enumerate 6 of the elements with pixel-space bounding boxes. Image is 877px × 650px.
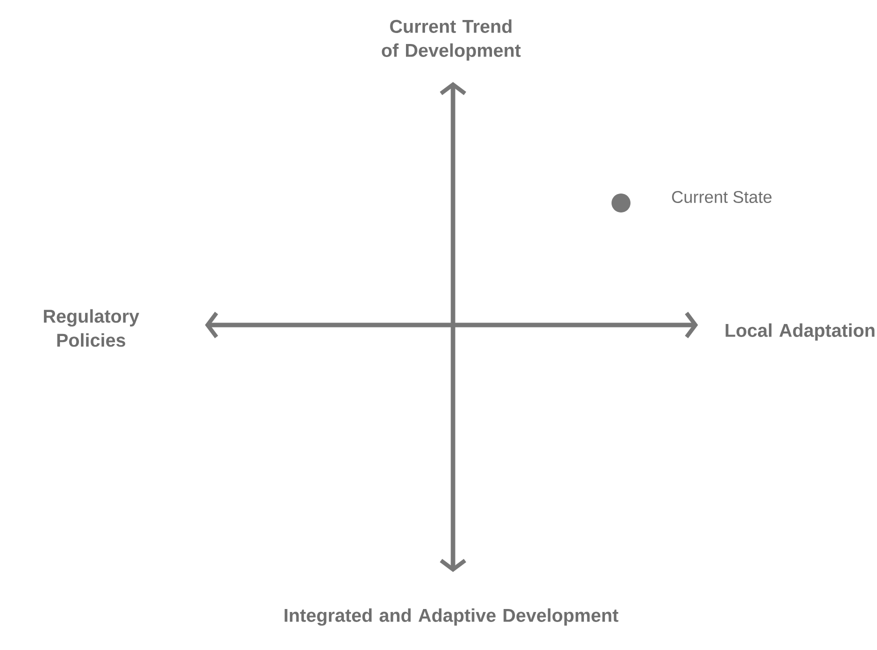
axis-label: Regulatory Policies: [44, 309, 140, 347]
axis-label: Local Adaptation: [726, 323, 874, 341]
axis-label: Current Trend of Development: [382, 19, 521, 61]
point-label: Current State: [672, 190, 772, 204]
axis-label: Integrated and Adaptive Development: [284, 608, 618, 626]
point-marker: [612, 194, 630, 212]
